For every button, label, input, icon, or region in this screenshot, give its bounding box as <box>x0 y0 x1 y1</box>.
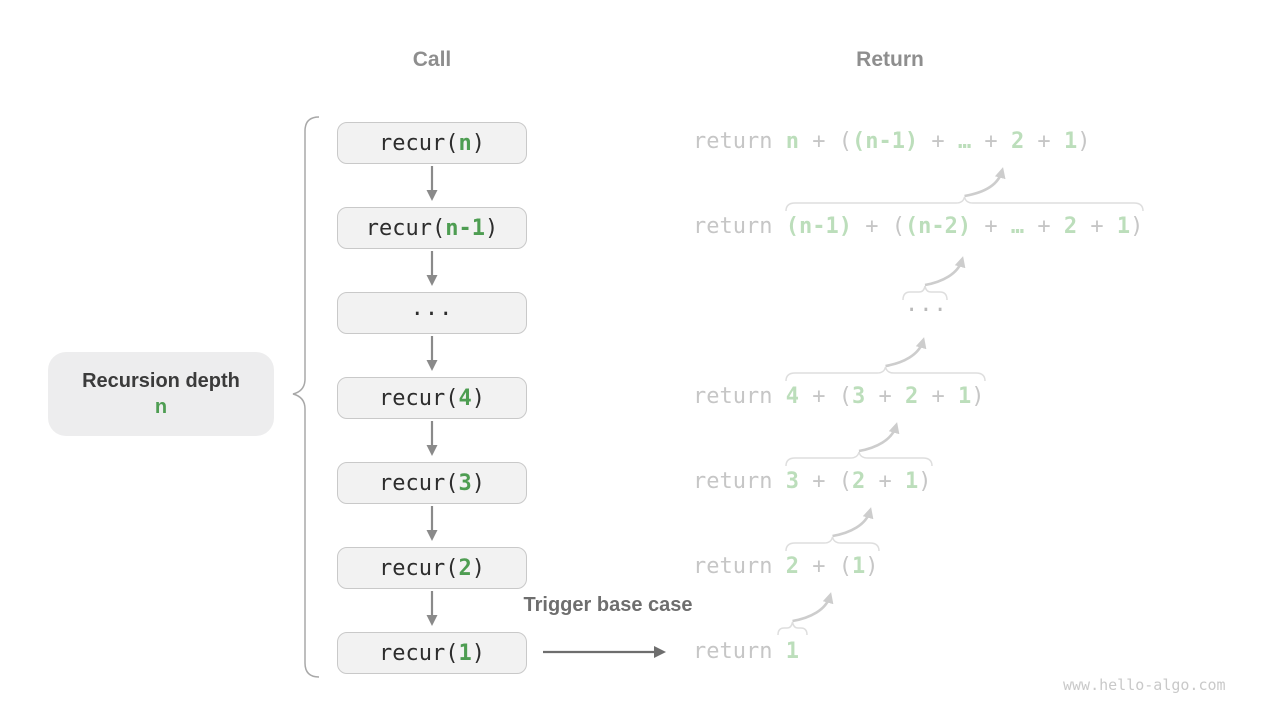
return-line-return-4: return 4 + (3 + 2 + 1) <box>693 382 984 412</box>
code-token: ) <box>918 469 932 494</box>
return-line-ellipsis: ... <box>905 292 948 326</box>
expression-braces <box>777 196 1144 636</box>
call-box-recur-2: recur(2) <box>337 547 527 589</box>
code-token: 1 <box>904 469 919 494</box>
code-token: recur( <box>379 130 459 156</box>
code-token: (n-2) <box>904 214 972 239</box>
return-line-return-n: return n + ((n-1) + … + 2 + 1) <box>693 127 1090 157</box>
code-token: 3 <box>458 470 472 496</box>
code-token: 4 <box>458 385 472 411</box>
code-token: recur( <box>365 215 446 241</box>
call-box-recur-n: recur(n) <box>337 122 527 164</box>
code-token: + ( <box>798 384 852 409</box>
recursion-depth-title: Recursion depth <box>82 370 240 392</box>
code-token: 3 <box>851 384 866 409</box>
code-token: n <box>785 129 799 154</box>
code-token: ... <box>410 295 454 321</box>
return-line-return-2: return 2 + (1) <box>693 552 878 582</box>
code-token: 2 <box>1010 129 1025 154</box>
code-token: ) <box>471 385 485 411</box>
code-token: + <box>1024 129 1064 154</box>
code-token: return <box>693 214 786 239</box>
code-token: ) <box>471 640 485 666</box>
trigger-base-case-label: Trigger base case <box>523 594 693 616</box>
call-box-recur-1: recur(1) <box>337 632 527 674</box>
code-token: ) <box>1130 214 1144 239</box>
code-token: + <box>918 384 958 409</box>
call-box-recur-n-1: recur(n-1) <box>337 207 527 249</box>
code-token: + <box>865 384 905 409</box>
code-token: + <box>865 469 905 494</box>
code-token: 1 <box>1063 129 1078 154</box>
code-token: 1 <box>785 639 799 664</box>
code-token: + ( <box>798 129 852 154</box>
recursion-depth-label: Recursion depth n <box>48 352 274 436</box>
code-token: 1 <box>851 554 866 579</box>
code-token: 2 <box>1063 214 1078 239</box>
code-token: 1 <box>957 384 972 409</box>
code-token: ... <box>905 292 948 317</box>
call-box-recur-4: recur(4) <box>337 377 527 419</box>
watermark: www.hello-algo.com <box>1063 676 1226 694</box>
code-token: return <box>693 639 786 664</box>
code-token: recur( <box>379 555 459 581</box>
code-token: + <box>1077 214 1117 239</box>
code-token: 1 <box>1116 214 1131 239</box>
code-token: … <box>1010 214 1025 239</box>
return-line-return-3: return 3 + (2 + 1) <box>693 467 931 497</box>
code-token: ) <box>484 215 499 241</box>
return-line-return-1: return 1 <box>693 637 799 667</box>
code-token: 2 <box>458 555 472 581</box>
code-token: recur( <box>379 470 459 496</box>
code-token: ) <box>971 384 985 409</box>
code-token: 3 <box>785 469 799 494</box>
code-token: return <box>693 554 786 579</box>
code-token: 2 <box>785 554 799 579</box>
code-token: 4 <box>785 384 799 409</box>
code-token: return <box>693 384 786 409</box>
return-substitution-arrows <box>792 167 1006 623</box>
code-token: + ( <box>798 469 852 494</box>
code-token: n-1 <box>445 215 485 241</box>
return-column-header: Return <box>856 48 924 71</box>
code-token: + ( <box>851 214 905 239</box>
code-token: + <box>971 214 1011 239</box>
code-token: 2 <box>904 384 919 409</box>
code-token: recur( <box>379 640 459 666</box>
code-token: 1 <box>458 640 472 666</box>
code-token: recur( <box>379 385 459 411</box>
return-line-return-n-1: return (n-1) + ((n-2) + … + 2 + 1) <box>693 212 1143 242</box>
code-token: + ( <box>798 554 852 579</box>
code-token: ) <box>865 554 879 579</box>
code-token: + <box>1024 214 1064 239</box>
code-token: 2 <box>851 469 866 494</box>
code-token: (n-1) <box>851 129 919 154</box>
code-token: ) <box>471 470 485 496</box>
call-column-header: Call <box>412 48 452 71</box>
code-token: … <box>957 129 972 154</box>
code-token: ) <box>1077 129 1091 154</box>
code-token: ) <box>471 555 485 581</box>
call-box-ellipsis: ... <box>337 292 527 334</box>
code-token: + <box>918 129 958 154</box>
recursion-depth-brace <box>292 116 320 678</box>
recursion-depth-value: n <box>154 396 168 418</box>
code-token: return <box>693 129 786 154</box>
code-token: n <box>458 130 472 156</box>
code-token: ) <box>471 130 485 156</box>
call-box-recur-3: recur(3) <box>337 462 527 504</box>
code-token: + <box>971 129 1011 154</box>
code-token: (n-1) <box>785 214 852 239</box>
code-token: return <box>693 469 786 494</box>
